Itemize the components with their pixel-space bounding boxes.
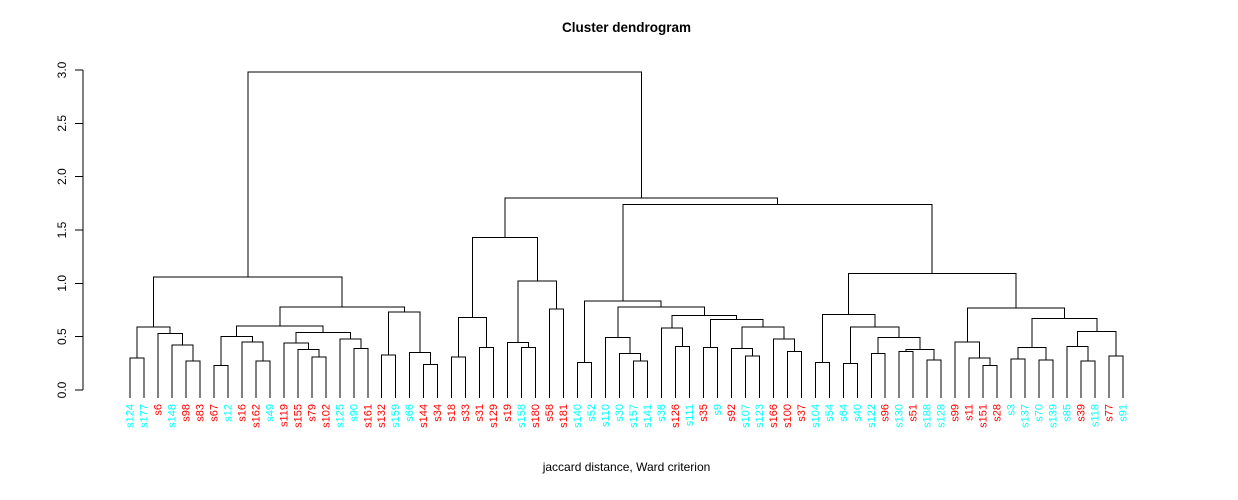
leaf-label-s90: s90 bbox=[348, 404, 360, 422]
leaf-label-s30: s30 bbox=[614, 404, 626, 422]
leaf-label-s33: s33 bbox=[460, 404, 472, 422]
leaf-label-s137: s137 bbox=[1020, 404, 1032, 428]
leaf-label-s102: s102 bbox=[320, 404, 332, 428]
leaf-label-s37: s37 bbox=[796, 404, 808, 422]
leaf-label-s161: s161 bbox=[362, 404, 374, 428]
y-tick-label: 1.5 bbox=[55, 221, 69, 238]
leaf-label-s66: s66 bbox=[404, 404, 416, 422]
leaf-label-s79: s79 bbox=[306, 404, 318, 422]
leaf-label-s111: s111 bbox=[684, 404, 696, 426]
leaf-label-s28: s28 bbox=[992, 404, 1004, 422]
leaf-label-s98: s98 bbox=[180, 404, 192, 422]
leaf-label-s77: s77 bbox=[1104, 404, 1116, 422]
leaf-label-s52: s52 bbox=[586, 404, 598, 422]
leaf-label-s99: s99 bbox=[950, 404, 962, 422]
leaf-label-s126: s126 bbox=[670, 404, 682, 428]
leaf-label-s16: s16 bbox=[236, 404, 248, 422]
y-tick-label: 0.0 bbox=[55, 381, 69, 398]
leaf-label-s162: s162 bbox=[250, 404, 262, 428]
leaf-label-s85: s85 bbox=[1062, 404, 1074, 422]
leaf-label-s18: s18 bbox=[446, 404, 458, 422]
leaf-label-s132: s132 bbox=[376, 404, 388, 428]
leaf-label-s19: s19 bbox=[502, 404, 514, 422]
dendrogram-branches bbox=[129, 71, 1124, 398]
leaf-label-s58: s58 bbox=[544, 404, 556, 422]
leaf-label-s107: s107 bbox=[740, 404, 752, 428]
leaf-label-s130: s130 bbox=[894, 404, 906, 428]
leaf-label-s3: s3 bbox=[1006, 404, 1018, 416]
leaf-label-s180: s180 bbox=[530, 404, 542, 428]
leaf-label-s157: s157 bbox=[628, 404, 640, 428]
leaf-label-s122: s122 bbox=[866, 404, 878, 428]
leaf-label-s31: s31 bbox=[474, 404, 486, 422]
leaf-label-s6: s6 bbox=[152, 404, 164, 416]
leaf-label-s96: s96 bbox=[880, 404, 892, 422]
leaf-label-s151: s151 bbox=[978, 404, 990, 428]
leaf-label-s123: s123 bbox=[754, 404, 766, 428]
leaf-label-s158: s158 bbox=[516, 404, 528, 428]
leaf-label-s148: s148 bbox=[166, 404, 178, 428]
leaf-label-s49: s49 bbox=[264, 404, 276, 422]
y-tick-label: 3.0 bbox=[55, 61, 69, 78]
leaf-label-s54: s54 bbox=[824, 404, 836, 422]
leaf-label-s12: s12 bbox=[222, 404, 234, 422]
leaf-label-s34: s34 bbox=[432, 404, 444, 422]
leaf-label-s139: s139 bbox=[1048, 404, 1060, 428]
leaf-label-s91: s91 bbox=[1118, 404, 1130, 422]
leaf-label-s51: s51 bbox=[908, 404, 920, 422]
leaf-label-s92: s92 bbox=[726, 404, 738, 422]
leaf-label-s177: s177 bbox=[138, 404, 150, 428]
leaf-label-s124: s124 bbox=[125, 404, 137, 428]
y-axis bbox=[75, 69, 84, 391]
leaf-label-s155: s155 bbox=[292, 404, 304, 428]
leaf-label-s129: s129 bbox=[488, 404, 500, 428]
y-tick-label: 1.0 bbox=[55, 275, 69, 292]
leaf-label-s118: s118 bbox=[1090, 404, 1102, 427]
y-tick-label: 0.5 bbox=[55, 328, 69, 345]
leaf-label-s125: s125 bbox=[334, 404, 346, 428]
leaf-label-s70: s70 bbox=[1034, 404, 1046, 422]
leaf-label-s166: s166 bbox=[768, 404, 780, 428]
leaf-label-s39: s39 bbox=[1076, 404, 1088, 422]
leaf-label-s67: s67 bbox=[208, 404, 220, 422]
leaf-label-s110: s110 bbox=[600, 404, 612, 427]
leaf-label-s181: s181 bbox=[558, 404, 570, 428]
leaf-label-s64: s64 bbox=[838, 404, 850, 422]
y-tick-label: 2.5 bbox=[55, 115, 69, 132]
leaf-label-s35: s35 bbox=[698, 404, 710, 422]
leaf-label-s159: s159 bbox=[390, 404, 402, 428]
leaf-label-s128: s128 bbox=[936, 404, 948, 428]
leaf-label-s140: s140 bbox=[572, 404, 584, 428]
leaf-label-s141: s141 bbox=[642, 404, 654, 428]
leaf-label-s9: s9 bbox=[712, 404, 724, 416]
leaf-label-s40: s40 bbox=[852, 404, 864, 422]
leaf-label-s83: s83 bbox=[194, 404, 206, 422]
leaf-label-s104: s104 bbox=[810, 404, 822, 428]
leaf-label-s119: s119 bbox=[278, 404, 290, 427]
leaf-label-s100: s100 bbox=[782, 404, 794, 428]
x-axis-caption: jaccard distance, Ward criterion bbox=[542, 460, 711, 474]
leaf-label-s188: s188 bbox=[922, 404, 934, 428]
leaf-label-s36: s36 bbox=[656, 404, 668, 422]
chart-title: Cluster dendrogram bbox=[561, 20, 692, 35]
y-tick-label: 2.0 bbox=[55, 168, 69, 185]
leaf-label-s11: s11 bbox=[964, 404, 976, 421]
leaf-label-s144: s144 bbox=[418, 404, 430, 428]
